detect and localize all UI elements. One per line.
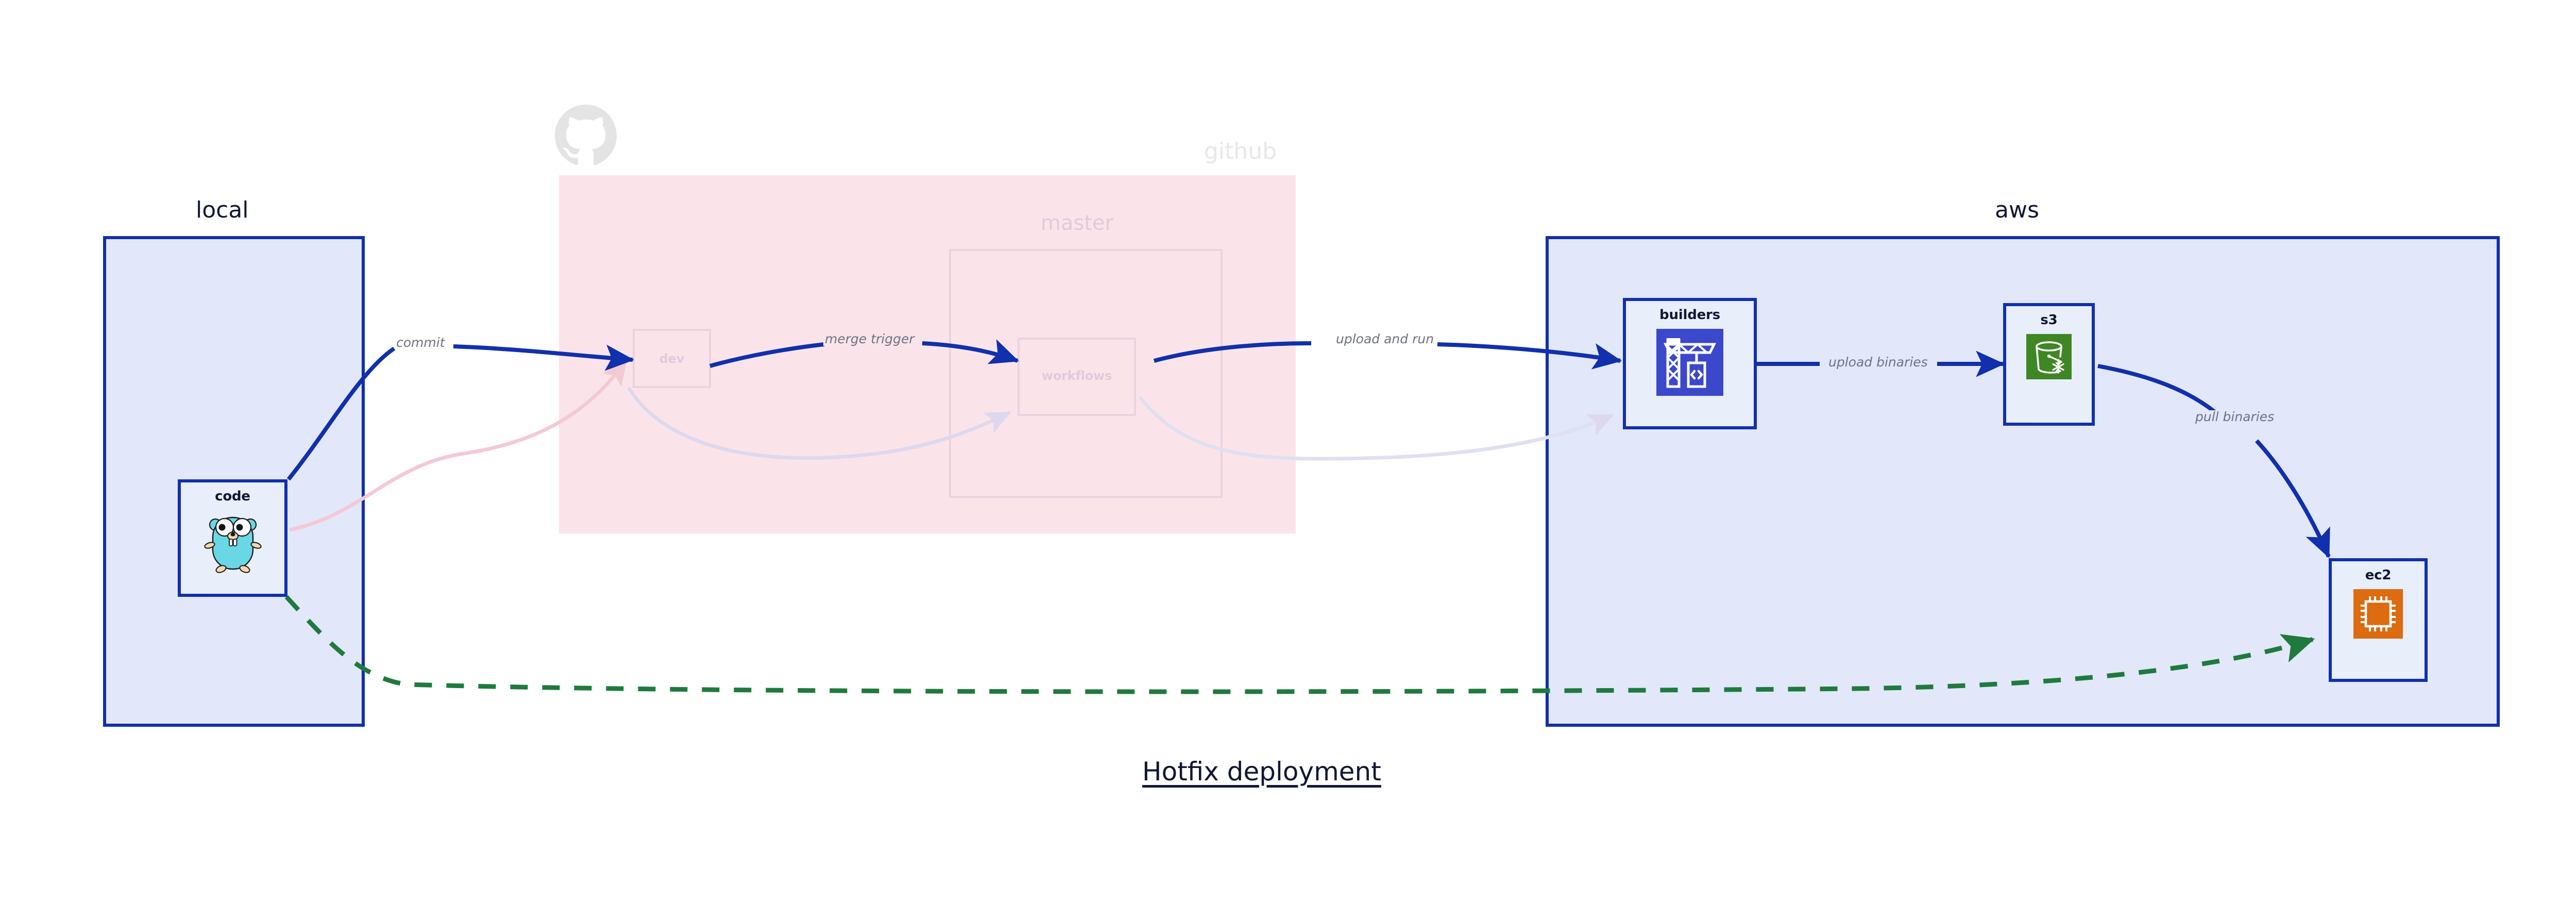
node-builders[interactable]: builders: [1623, 298, 1757, 429]
aws-ec2-icon: [2353, 589, 2403, 641]
aws-codebuild-icon: [1656, 329, 1723, 398]
github-octocat-icon: [555, 105, 617, 166]
node-ec2[interactable]: ec2: [2329, 558, 2428, 682]
edge-label-pull-binaries: pull binaries: [2194, 410, 2276, 424]
diagram-title: Hotfix deployment: [1142, 757, 1381, 787]
aws-s3-glacier-icon: [2026, 334, 2072, 381]
node-s3-label: s3: [2040, 312, 2058, 328]
edge-label-merge-trigger: merge trigger: [823, 332, 916, 346]
node-s3[interactable]: s3: [2003, 303, 2095, 426]
node-workflows[interactable]: workflows: [1018, 338, 1136, 416]
node-code-label: code: [215, 489, 250, 504]
subgroup-master: [949, 249, 1223, 498]
edge-label-upload-and-run: upload and run: [1334, 332, 1436, 346]
edge-label-upload-binaries: upload binaries: [1827, 355, 1929, 370]
node-code[interactable]: code: [178, 479, 287, 597]
group-aws-label: aws: [1995, 197, 2039, 223]
subgroup-master-label: master: [1041, 211, 1114, 235]
node-ec2-label: ec2: [2365, 567, 2392, 583]
go-gopher-icon: [202, 510, 263, 578]
node-dev[interactable]: dev: [633, 329, 711, 388]
edge-label-commit: commit: [395, 336, 447, 350]
node-workflows-label: workflows: [1041, 369, 1112, 383]
node-builders-label: builders: [1659, 307, 1720, 323]
group-github-label: github: [1204, 138, 1277, 164]
node-dev-label: dev: [659, 352, 685, 366]
group-local-label: local: [196, 197, 249, 223]
